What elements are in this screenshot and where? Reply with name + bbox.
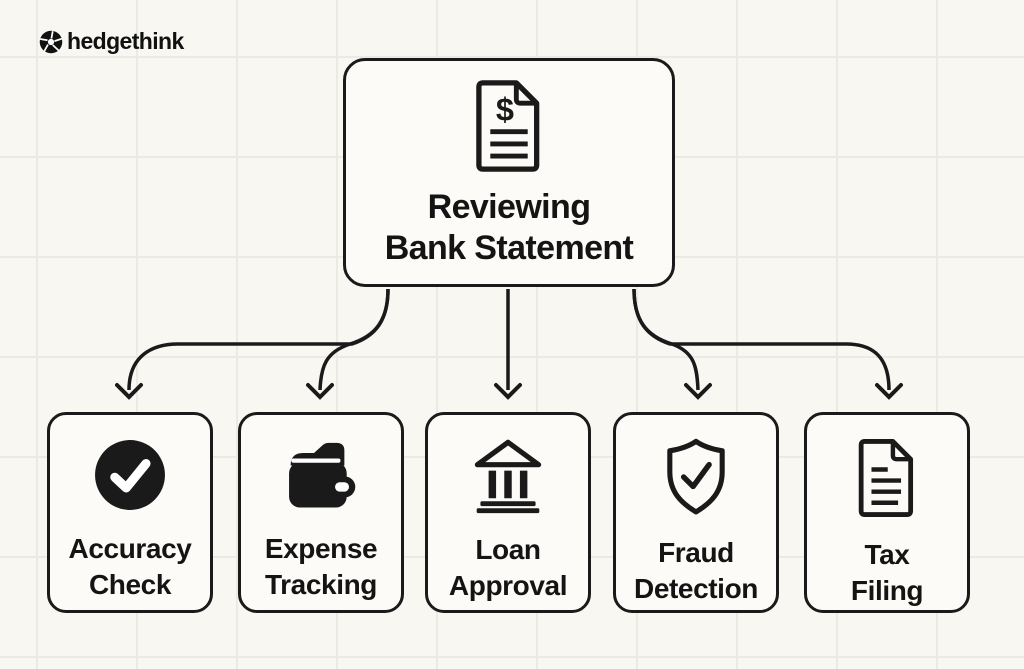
wallet-icon — [278, 439, 364, 513]
svg-text:$: $ — [496, 91, 514, 127]
node-label: Fraud Detection — [634, 537, 758, 605]
node-label: Tax Filing — [850, 539, 924, 607]
dollar-statement-document-icon: $ — [468, 78, 550, 174]
arrow-to-tax-filing — [632, 288, 891, 391]
bank-icon — [467, 437, 549, 514]
shield-check-icon — [659, 437, 733, 517]
arrow-to-expense-tracking — [318, 288, 390, 391]
document-lines-icon — [850, 437, 924, 519]
aperture-logo-icon — [38, 29, 64, 55]
brand-logo: hedgethink — [38, 28, 184, 55]
root-node-reviewing-bank-statement: $ Reviewing Bank Statement — [343, 58, 675, 287]
brand-name: hedgethink — [67, 28, 184, 54]
node-label: Accuracy Check — [68, 533, 192, 601]
node-card-fraud-detection: Fraud Detection — [613, 412, 779, 613]
check-circle-icon — [92, 437, 168, 513]
node-card-expense-tracking: Expense Tracking — [238, 412, 404, 613]
node-card-loan-approval: Loan Approval — [425, 412, 591, 613]
node-label: Expense Tracking — [264, 533, 378, 601]
root-node-title: Reviewing Bank Statement — [384, 188, 634, 268]
node-label: Loan Approval — [448, 534, 568, 602]
arrow-to-fraud-detection — [632, 288, 700, 391]
node-card-accuracy-check: Accuracy Check — [47, 412, 213, 613]
arrow-to-accuracy-check — [127, 288, 390, 391]
node-card-tax-filing: Tax Filing — [804, 412, 970, 613]
